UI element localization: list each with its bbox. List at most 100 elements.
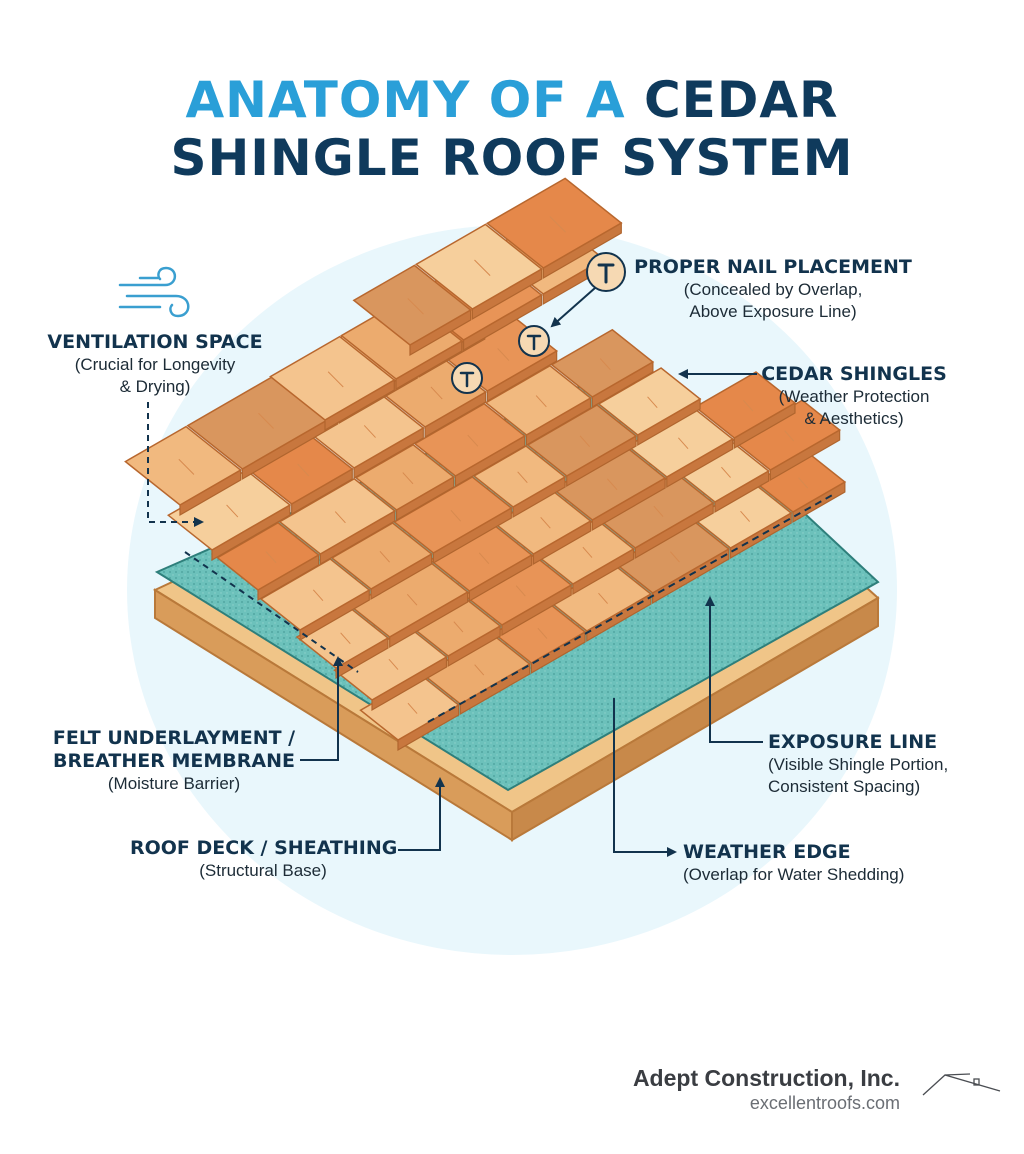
shingle-grain [340, 632, 351, 645]
shingle-grain [407, 702, 418, 714]
ventilation-sub-1: (Crucial for Longevity [74, 355, 236, 374]
nail-icon [586, 252, 626, 292]
shingle [278, 477, 397, 555]
shingle-grain [334, 511, 346, 524]
shingle-grain [784, 430, 795, 442]
label-felt-underlayment: FELT UNDERLAYMENT / BREATHER MEMBRANE (M… [50, 727, 298, 795]
shingle-grain [407, 298, 424, 315]
shingle [550, 328, 655, 398]
exposure-sub-2: Consistent Spacing) [768, 777, 921, 796]
shingles-sub-1: (Weather Protection [778, 387, 930, 406]
leader-lines [147, 287, 837, 857]
shingle-grain [549, 216, 566, 233]
shingle-grain [297, 463, 310, 477]
label-roof-deck: ROOF DECK / SHEATHING (Structural Base) [130, 837, 398, 882]
shingle [352, 264, 472, 346]
shingle-grain [540, 517, 551, 529]
title-rest: CEDAR [643, 71, 839, 129]
shingle [597, 367, 702, 436]
shingle [413, 402, 527, 477]
brand-block: Adept Construction, Inc. excellentroofs.… [633, 1064, 900, 1114]
shingle-grain [582, 546, 593, 558]
brand-name: Adept Construction, Inc. [632, 1065, 900, 1091]
ventilation-heading: VENTILATION SPACE [47, 331, 263, 353]
shingle-grain [406, 594, 418, 606]
shingle-grain [515, 585, 526, 597]
shingle-grain [379, 551, 390, 563]
shingle-grain [265, 551, 277, 564]
shingle-grain [653, 505, 664, 517]
weather-heading: WEATHER EDGE [683, 841, 851, 863]
cedar-shingles [124, 177, 847, 752]
exposure-heading: EXPOSURE LINE [768, 731, 938, 753]
shingle-grain [388, 658, 399, 670]
shingle-grain [453, 621, 464, 633]
felt-heading-2: BREATHER MEMBRANE [53, 750, 295, 772]
shingle [484, 364, 592, 436]
shingle-grain [598, 592, 608, 604]
shingle-grain [517, 471, 528, 484]
wind-icon [118, 266, 190, 318]
shingle [731, 399, 841, 471]
shingle-grain [669, 551, 680, 563]
shingle-grain [537, 627, 548, 639]
nail-icon [451, 362, 483, 394]
shingle-grain [430, 386, 443, 400]
label-ventilation-space: VENTILATION SPACE (Crucial for Longevity… [44, 331, 266, 398]
title-line-2: SHINGLE ROOF SYSTEM [170, 129, 854, 187]
shingle-grain [178, 458, 195, 475]
shingle [694, 371, 797, 439]
ventilation-sub-2: & Drying) [119, 377, 191, 396]
weather-sub-1: (Overlap for Water Shedding) [683, 865, 905, 884]
felt-heading-1: FELT UNDERLAYMENT / [52, 727, 296, 749]
shingle-grain [312, 589, 324, 602]
shingle-grain [258, 412, 274, 429]
house-outline-icon [922, 1073, 1001, 1096]
shingle-grain [497, 348, 510, 361]
shingle [124, 425, 242, 506]
shingle-grain [721, 466, 731, 478]
shingle-grain [740, 510, 750, 522]
label-weather-edge: WEATHER EDGE (Overlap for Water Shedding… [683, 841, 953, 886]
shingles-heading: CEDAR SHINGLES [761, 363, 947, 385]
shingle-grain [606, 478, 618, 491]
shingle [472, 445, 567, 508]
nail-icon [518, 325, 550, 357]
shingle-grain [363, 425, 376, 438]
shingle [526, 404, 638, 477]
nail-sub-1: (Concealed by Overlap, [683, 280, 863, 299]
label-cedar-shingles: CEDAR SHINGLES (Weather Protection & Aes… [758, 363, 950, 430]
shingle-grain [474, 664, 485, 676]
shingle [330, 522, 433, 590]
shingle-grain [742, 400, 754, 412]
deck-sub-1: (Structural Base) [199, 861, 327, 880]
felt-sub-1: (Moisture Barrier) [107, 774, 241, 793]
shingle-grain [402, 472, 414, 485]
exposure-sub-1: (Visible Shingle Portion, [768, 755, 949, 774]
nail-sub-2: Above Exposure Line) [689, 302, 857, 321]
shingle [216, 521, 320, 591]
label-nail-placement: PROPER NAIL PLACEMENT (Concealed by Over… [633, 256, 913, 323]
shingle [269, 335, 396, 421]
brand-url: excellentroofs.com [749, 1093, 900, 1113]
shingle [414, 223, 543, 310]
shingle-grain [478, 552, 490, 565]
shingle [354, 443, 456, 511]
shingle-grain [677, 437, 689, 450]
nail-heading: PROPER NAIL PLACEMENT [634, 256, 912, 278]
shingle-grain [535, 395, 547, 408]
shingle-grain [467, 434, 479, 447]
shingle [393, 476, 513, 554]
shingle-grain [798, 477, 809, 489]
label-exposure-line: EXPOSURE LINE (Visible Shingle Portion, … [768, 731, 968, 798]
title-accent: ANATOMY OF A [185, 71, 626, 129]
shingle-grain [474, 259, 491, 276]
deck-heading: ROOF DECK / SHEATHING [130, 837, 398, 859]
shingle-grain [226, 504, 239, 518]
shingle-grain [579, 435, 591, 448]
shingles-sub-2: & Aesthetics) [804, 409, 904, 428]
shingle-grain [450, 510, 462, 522]
title-line-1: ANATOMY OF A CEDAR [0, 70, 1024, 130]
shingle [259, 558, 371, 631]
